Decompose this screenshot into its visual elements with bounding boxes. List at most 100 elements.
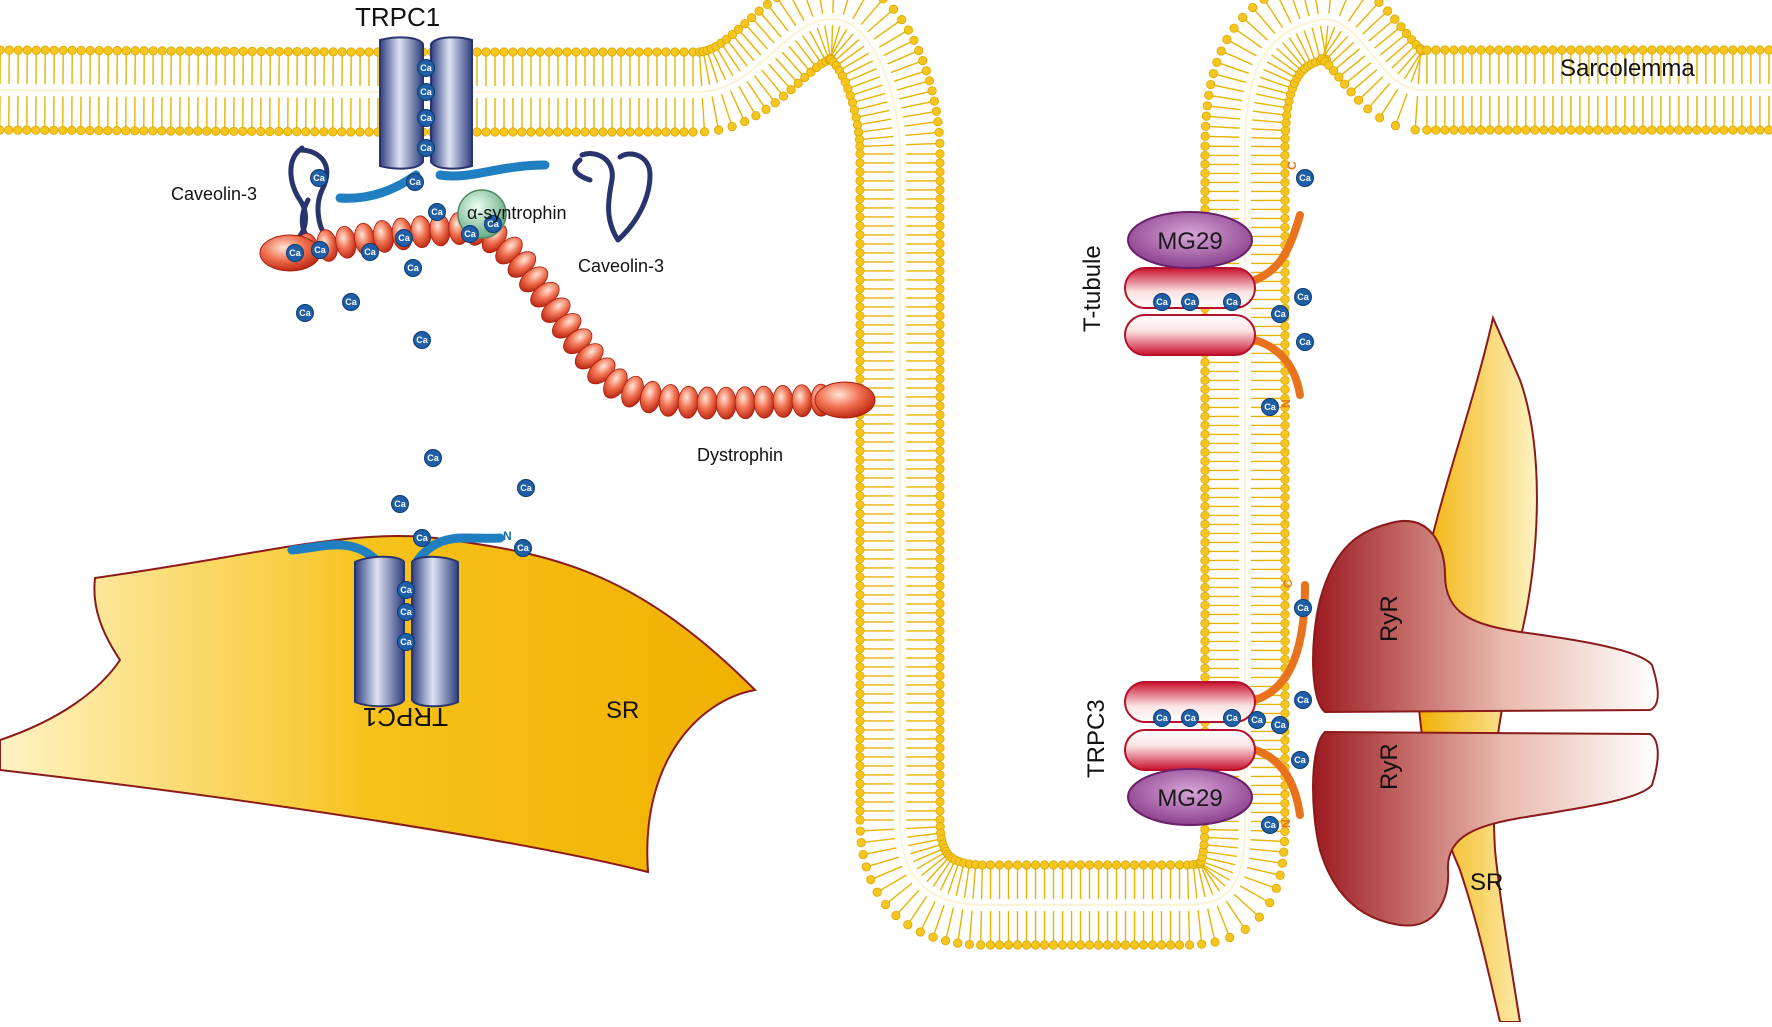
lipid-head <box>1004 941 1012 949</box>
lipid-head <box>194 127 202 135</box>
calcium-ion-label: Ca <box>420 143 432 153</box>
lipid-head <box>856 681 864 689</box>
lipid-head <box>509 48 517 56</box>
lipid-head <box>1209 69 1217 77</box>
lipid-head <box>1281 187 1289 195</box>
lipid-tail <box>1339 56 1365 77</box>
lipid-tail <box>1363 11 1388 34</box>
lipid-head <box>856 465 864 473</box>
lipid-head <box>1567 126 1575 134</box>
lipid-head <box>1266 898 1274 906</box>
lipid-head <box>1459 126 1467 134</box>
lipid-head <box>329 128 337 136</box>
lipid-head <box>248 127 256 135</box>
label-ryr-bottom: RyR <box>1376 743 1403 790</box>
lipid-head <box>1040 941 1048 949</box>
lipid-head <box>1540 46 1548 54</box>
lipid-tail <box>1276 0 1291 23</box>
lipid-head <box>1585 46 1593 54</box>
lipid-tail <box>1188 865 1189 899</box>
lipid-head <box>910 36 918 44</box>
lipid-head <box>1567 46 1575 54</box>
lipid-head <box>176 127 184 135</box>
lipid-tail <box>843 0 853 15</box>
lipid-head <box>1603 46 1611 54</box>
lipid-tail <box>899 91 932 99</box>
lipid-head <box>257 47 265 55</box>
lipid-head <box>1281 511 1289 519</box>
lipid-head <box>1201 583 1209 591</box>
calcium-ion-label: Ca <box>394 499 406 509</box>
lipid-head <box>936 393 944 401</box>
lipid-head <box>1157 941 1165 949</box>
lipid-head <box>1281 808 1289 816</box>
lipid-head <box>936 411 944 419</box>
calcium-ion-label: Ca <box>420 63 432 73</box>
calcium-ion: Ca <box>405 260 422 277</box>
lipid-head <box>936 762 944 770</box>
lipid-head <box>275 127 283 135</box>
lipid-head <box>248 47 256 55</box>
lipid-tail <box>1395 94 1407 126</box>
lipid-head <box>680 48 688 56</box>
lipid-head <box>1281 268 1289 276</box>
lipid-tail <box>1345 63 1371 85</box>
lipid-head <box>873 888 881 896</box>
lipid-head <box>356 128 364 136</box>
lipid-tail <box>1247 868 1280 876</box>
lipid-head <box>936 384 944 392</box>
lipid-head <box>1201 502 1209 510</box>
lipid-head <box>1468 126 1476 134</box>
lipid-head <box>936 699 944 707</box>
lipid-head <box>1495 126 1503 134</box>
lipid-tail <box>769 64 791 90</box>
lipid-tail <box>856 110 889 117</box>
label-alpha-syntrophin: α-syntrophin <box>467 203 566 223</box>
calcium-ion-label: Ca <box>313 173 325 183</box>
lipid-head <box>1281 178 1289 186</box>
lipid-head <box>856 501 864 509</box>
lipid-tail <box>1334 49 1360 71</box>
lipid-tail <box>1240 886 1270 903</box>
lipid-head <box>936 708 944 716</box>
lipid-head <box>1201 376 1209 384</box>
calcium-ion: Ca <box>297 305 314 322</box>
lipid-head <box>365 48 373 56</box>
lipid-head <box>1522 46 1530 54</box>
lipid-head <box>284 47 292 55</box>
lipid-tail <box>1208 909 1215 942</box>
label-sr-right: SR <box>1470 869 1503 896</box>
lipid-head <box>545 128 553 136</box>
lipid-head <box>936 807 944 815</box>
calcium-ion: Ca <box>1295 600 1312 617</box>
lipid-head <box>1540 126 1548 134</box>
lipid-head <box>936 213 944 221</box>
lipid-head <box>856 375 864 383</box>
calcium-ion: Ca <box>414 530 431 547</box>
lipid-head <box>140 127 148 135</box>
lipid-head <box>1729 46 1737 54</box>
lipid-head <box>1594 126 1602 134</box>
lipid-head <box>338 48 346 56</box>
lipid-head <box>1201 169 1209 177</box>
calcium-ion-label: Ca <box>1274 720 1286 730</box>
lipid-head <box>856 600 864 608</box>
lipid-head <box>856 789 864 797</box>
lipid-head <box>986 941 994 949</box>
lipid-head <box>936 402 944 410</box>
lipid-head <box>1230 24 1238 32</box>
lipid-head <box>856 285 864 293</box>
lipid-head <box>1201 592 1209 600</box>
lipid-head <box>1281 448 1289 456</box>
lipid-head <box>1281 134 1289 142</box>
lipid-head <box>936 240 944 248</box>
lipid-head <box>936 222 944 230</box>
lipid-head <box>1468 46 1476 54</box>
lipid-head <box>856 735 864 743</box>
lipid-head <box>1281 205 1289 213</box>
lipid-head <box>856 258 864 266</box>
lipid-head <box>1702 46 1710 54</box>
lipid-head <box>1281 196 1289 204</box>
lipid-head <box>856 159 864 167</box>
lipid-tail <box>1193 865 1197 899</box>
